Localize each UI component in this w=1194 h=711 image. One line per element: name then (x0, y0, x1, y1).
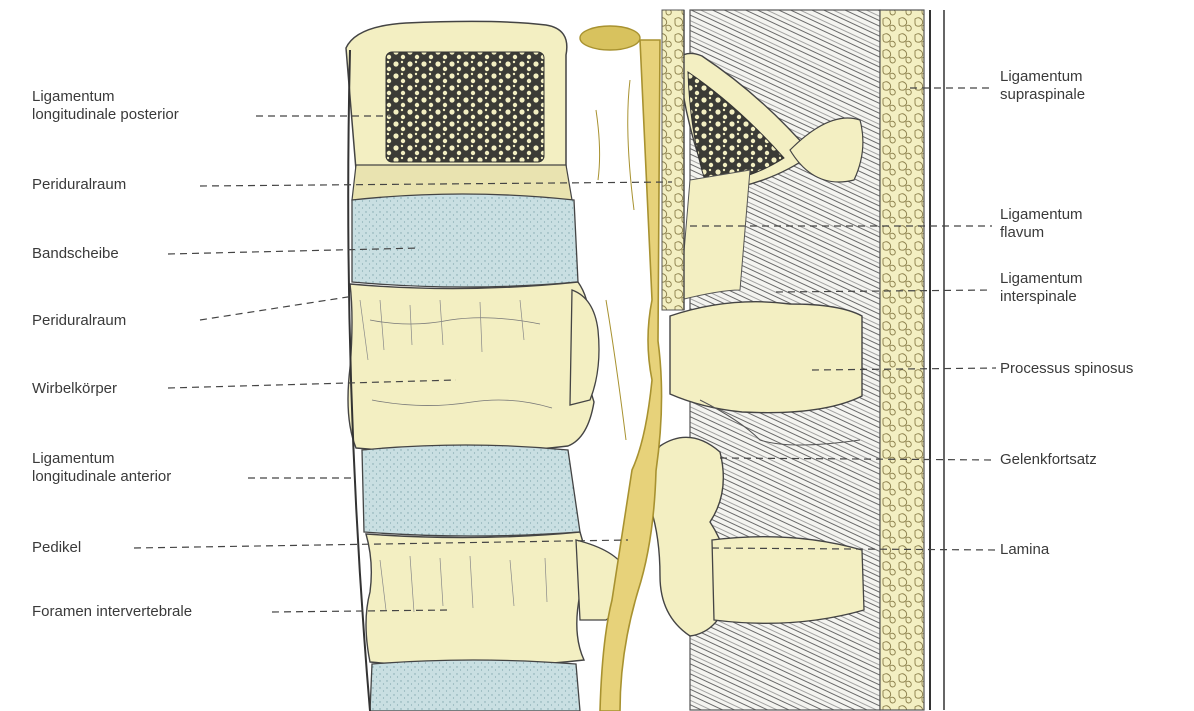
label-text: Processus spinosus (1000, 360, 1133, 378)
spinous-process (670, 302, 862, 413)
cancellous-bone (386, 52, 544, 162)
lamina (712, 537, 864, 624)
supraspinal-ligament (880, 10, 944, 710)
label-wirbelkoerper: Wirbelkörper (32, 380, 117, 398)
intervertebral-disc (352, 194, 578, 287)
pedicle (570, 290, 599, 405)
label-text: Lamina (1000, 541, 1049, 559)
label-foramen-intervertebrale: Foramen intervertebrale (32, 603, 192, 621)
epidural-space (662, 10, 684, 310)
label-periduralraum-lower: Periduralraum (32, 312, 126, 330)
label-text: Periduralraum (32, 176, 126, 194)
leader-line (200, 296, 354, 320)
label-text: Pedikel (32, 539, 81, 557)
vertebral-body (348, 282, 594, 453)
label-text: Bandscheibe (32, 245, 119, 263)
vertebral-body (366, 532, 585, 667)
label-lamina: Lamina (1000, 541, 1049, 559)
label-processus-spinosus: Processus spinosus (1000, 360, 1133, 378)
vertebral-column (346, 21, 594, 711)
label-text: Periduralraum (32, 312, 126, 330)
label-periduralraum-upper: Periduralraum (32, 176, 126, 194)
label-pedikel: Pedikel (32, 539, 81, 557)
intervertebral-disc (362, 445, 580, 536)
label-text: Gelenkfortsatz (1000, 451, 1097, 469)
label-bandscheibe: Bandscheibe (32, 245, 119, 263)
intervertebral-disc (370, 660, 580, 711)
label-text: Foramen intervertebrale (32, 603, 192, 621)
interspinous-ligament (680, 170, 750, 300)
label-text: Wirbelkörper (32, 380, 117, 398)
label-gelenkfortsatz: Gelenkfortsatz (1000, 451, 1097, 469)
